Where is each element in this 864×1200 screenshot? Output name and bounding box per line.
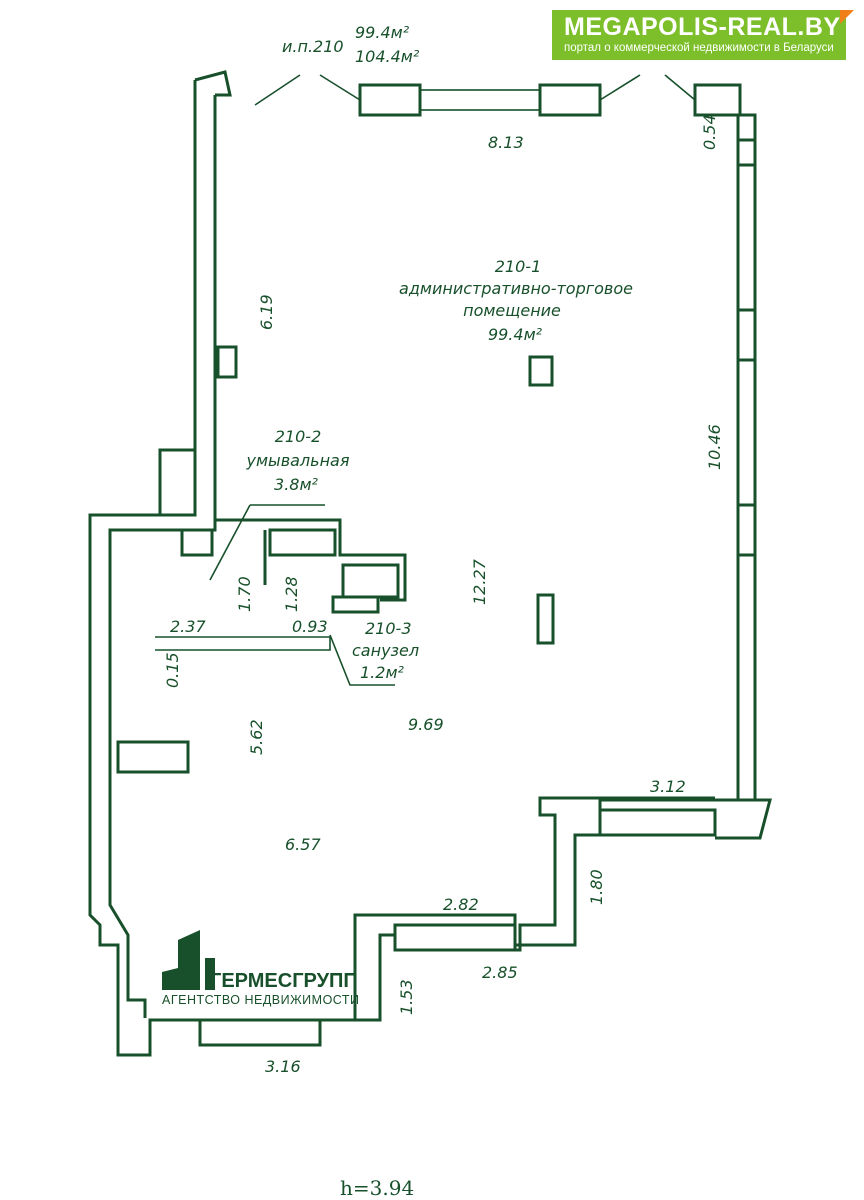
dim-label: 1.28 — [282, 576, 301, 612]
dim-label: 6.19 — [257, 294, 276, 330]
megapolis-brand-banner: MEGAPOLIS-REAL.BY портал о коммерческой … — [552, 10, 854, 60]
area-2: 104.4м² — [355, 47, 420, 66]
unit-label: и.п.210 — [282, 37, 344, 56]
room-id: 210-2 — [275, 427, 322, 446]
outer-walls — [88, 70, 772, 1057]
corner-fold-icon — [840, 10, 854, 24]
dim-label: 10.46 — [705, 424, 724, 470]
dim-label: 0.15 — [163, 652, 182, 688]
dim-label: 1.80 — [587, 869, 606, 905]
room-name: административно-торговое — [399, 279, 633, 298]
room-name: санузел — [352, 641, 419, 660]
dim-label: 6.57 — [285, 835, 321, 854]
room-name: помещение — [463, 301, 561, 320]
dim-label: 2.82 — [443, 895, 479, 914]
brand-title: MEGAPOLIS-REAL.BY — [564, 13, 841, 41]
dim-label: 2.37 — [170, 617, 206, 636]
building-logo-icon — [162, 930, 215, 990]
room-area: 3.8м² — [274, 475, 319, 494]
dim-label: 0.54 — [700, 114, 719, 150]
room-name: умывальная — [246, 451, 350, 470]
interior-walls — [116, 345, 555, 774]
dim-label: 8.13 — [488, 133, 524, 152]
dim-label: 2.85 — [482, 963, 518, 982]
dim-label: 1.53 — [397, 979, 416, 1015]
area-1: 99.4м² — [355, 23, 410, 42]
agency-subtitle: АГЕНТСТВО НЕДВИЖИМОСТИ — [162, 993, 360, 1007]
room-area: 1.2м² — [360, 663, 405, 682]
dim-label: 9.69 — [408, 715, 444, 734]
dim-label: 3.16 — [265, 1057, 301, 1076]
brand-subtitle: портал о коммерческой недвижимости в Бел… — [564, 42, 834, 54]
room-id: 210-3 — [365, 619, 412, 638]
dim-label: 3.12 — [650, 777, 686, 796]
ceiling-height: h=3.94 — [340, 1176, 415, 1200]
dim-label: 12.27 — [470, 558, 489, 605]
agency-name: ГЕРМЕСГРУПП — [210, 970, 358, 992]
dim-label: 5.62 — [247, 719, 266, 755]
room-id: 210-1 — [495, 257, 542, 276]
dim-label: 1.70 — [235, 576, 254, 612]
dim-label: 0.93 — [292, 617, 328, 636]
room-area: 99.4м² — [488, 325, 543, 344]
